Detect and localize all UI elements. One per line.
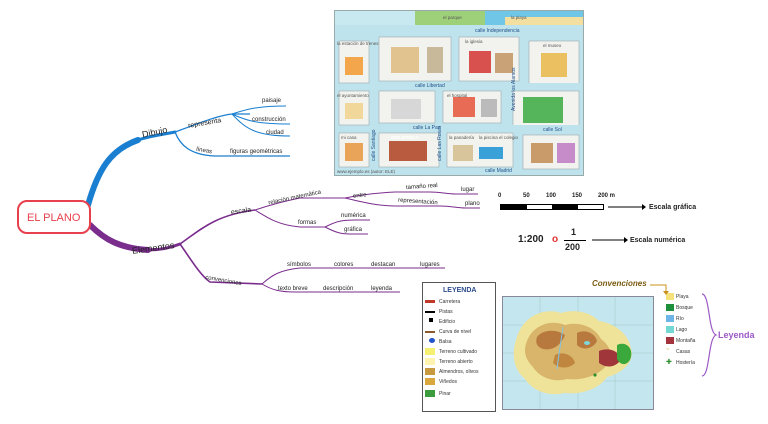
city-map-footer: www.ejemplo.es (autor: ELE) bbox=[337, 169, 396, 174]
descripcion-label: descripción bbox=[323, 286, 354, 292]
legend-item-almendros: Almendros, olivos bbox=[425, 368, 478, 375]
convenciones-arrow bbox=[650, 284, 669, 295]
city-map-drawing bbox=[335, 11, 583, 175]
numeric-scale-o: o bbox=[552, 234, 559, 245]
scale-tick-150: 150 bbox=[572, 193, 583, 199]
island-item-playa: Playa bbox=[666, 293, 689, 300]
scale-arrow bbox=[608, 204, 646, 210]
legend-item-vinedos: Viñedos bbox=[425, 378, 457, 385]
island-item-hosteria: ✚Hostería bbox=[666, 359, 695, 366]
figuras-label: figuras geométricas bbox=[230, 149, 283, 155]
street-santiago: calle Santiago bbox=[371, 129, 377, 161]
numeric-scale-den: 200 bbox=[565, 242, 581, 252]
texto-breve-label: texto breve bbox=[278, 286, 308, 292]
legend-title: LEYENDA bbox=[443, 287, 477, 294]
plano-label: plano bbox=[465, 201, 480, 207]
convenciones-map-label: Convenciones bbox=[592, 279, 647, 288]
building-panaderia: la panadería bbox=[449, 135, 475, 140]
scale-tick-200: 200 m bbox=[598, 193, 616, 199]
street-las-rosas: calle Las Rosas bbox=[437, 125, 443, 161]
scale-bar bbox=[500, 204, 604, 210]
ciudad-label: ciudad bbox=[266, 130, 284, 136]
central-node[interactable]: EL PLANO bbox=[17, 200, 91, 234]
street-la-paz: calle La Paz bbox=[413, 125, 441, 131]
building-iglesia: la iglesia bbox=[465, 39, 483, 44]
numeric-scale-num: 1 bbox=[571, 227, 577, 237]
legend-item-curva: Curva de nivel bbox=[425, 329, 471, 335]
legend-item-cultivado: Terreno cultivado bbox=[425, 348, 477, 355]
street-alamos: Avenida los Alamos bbox=[511, 67, 517, 111]
leyenda-bracket bbox=[701, 293, 718, 377]
island-item-lago: Lago bbox=[666, 326, 687, 333]
numeric-scale: 1:200 o 1 200 Escala numérica bbox=[518, 228, 698, 258]
paisaje-label: paisaje bbox=[262, 98, 282, 104]
building-parque: el parque bbox=[443, 15, 462, 20]
numeric-scale-ratio: 1:200 bbox=[518, 234, 544, 245]
scale-tick-50: 50 bbox=[523, 193, 530, 199]
lugar-label: lugar bbox=[461, 187, 475, 193]
building-museo: el museo bbox=[543, 43, 562, 48]
building-hospital: el hospital bbox=[447, 93, 468, 98]
street-sol: calle Sol bbox=[543, 127, 562, 133]
grafica-label: gráfica bbox=[344, 227, 363, 233]
legend-box: LEYENDA Carretera Pistas Edificio Curva … bbox=[422, 282, 496, 412]
legend-item-abierto: Terreno abierto bbox=[425, 358, 473, 365]
street-madrid: calle Madrid bbox=[485, 168, 512, 174]
street-libertad: calle Libertad bbox=[415, 83, 445, 89]
central-node-label: EL PLANO bbox=[27, 212, 81, 224]
destacan-label: destacan bbox=[371, 262, 396, 268]
legend-item-pistas: Pistas bbox=[425, 309, 453, 315]
leyenda-branch-label: leyenda bbox=[371, 286, 393, 292]
simbolos-label: símbolos bbox=[287, 262, 312, 268]
building-estacion: la estación de trenes bbox=[337, 41, 379, 46]
numeric-arrow bbox=[592, 237, 628, 243]
leyenda-map-label: Leyenda bbox=[718, 330, 755, 340]
island-map-drawing bbox=[503, 297, 653, 409]
escala-numerica-label: Escala numérica bbox=[630, 237, 686, 244]
legend-item-carretera: Carretera bbox=[425, 299, 460, 305]
construccion-label: construcción bbox=[252, 117, 286, 123]
legend-item-pinar: Pinar bbox=[425, 390, 451, 397]
lugares-label: lugares bbox=[420, 262, 440, 268]
scale-tick-100: 100 bbox=[546, 193, 557, 199]
building-piscina: la piscina bbox=[479, 135, 498, 140]
building-mi-casa: mi casa bbox=[341, 135, 357, 140]
building-biblioteca: BIBLIOTECA bbox=[391, 135, 419, 140]
island-map bbox=[502, 296, 654, 410]
island-legend: Playa Bosque Río Lago Montaña ~Casas ✚Ho… bbox=[664, 293, 710, 374]
island-item-bosque: Bosque bbox=[666, 304, 693, 311]
legend-item-edificio: Edificio bbox=[429, 318, 455, 325]
island-item-casas: ~Casas bbox=[666, 347, 691, 355]
island-item-montana: Montaña bbox=[666, 337, 695, 344]
street-independencia: calle Independencia bbox=[475, 28, 520, 34]
colores-label: colores bbox=[334, 262, 354, 268]
scale-tick-0: 0 bbox=[498, 193, 502, 199]
island-item-rio: Río bbox=[666, 315, 684, 322]
formas-label: formas bbox=[298, 220, 317, 226]
building-playa: la playa bbox=[511, 15, 527, 20]
legend-item-balsa: Balsa bbox=[429, 338, 452, 345]
building-ayuntamiento: el ayuntamiento bbox=[337, 93, 369, 98]
city-map: calle Independencia calle Libertad calle… bbox=[334, 10, 584, 176]
escala-grafica-label: Escala gráfica bbox=[649, 204, 697, 211]
numerica-label: numérica bbox=[341, 213, 366, 219]
fraction-bar bbox=[564, 240, 586, 241]
graphic-scale: 0 50 100 150 200 m Escala gráfica bbox=[494, 193, 697, 223]
building-colegio: el colegio bbox=[499, 135, 519, 140]
